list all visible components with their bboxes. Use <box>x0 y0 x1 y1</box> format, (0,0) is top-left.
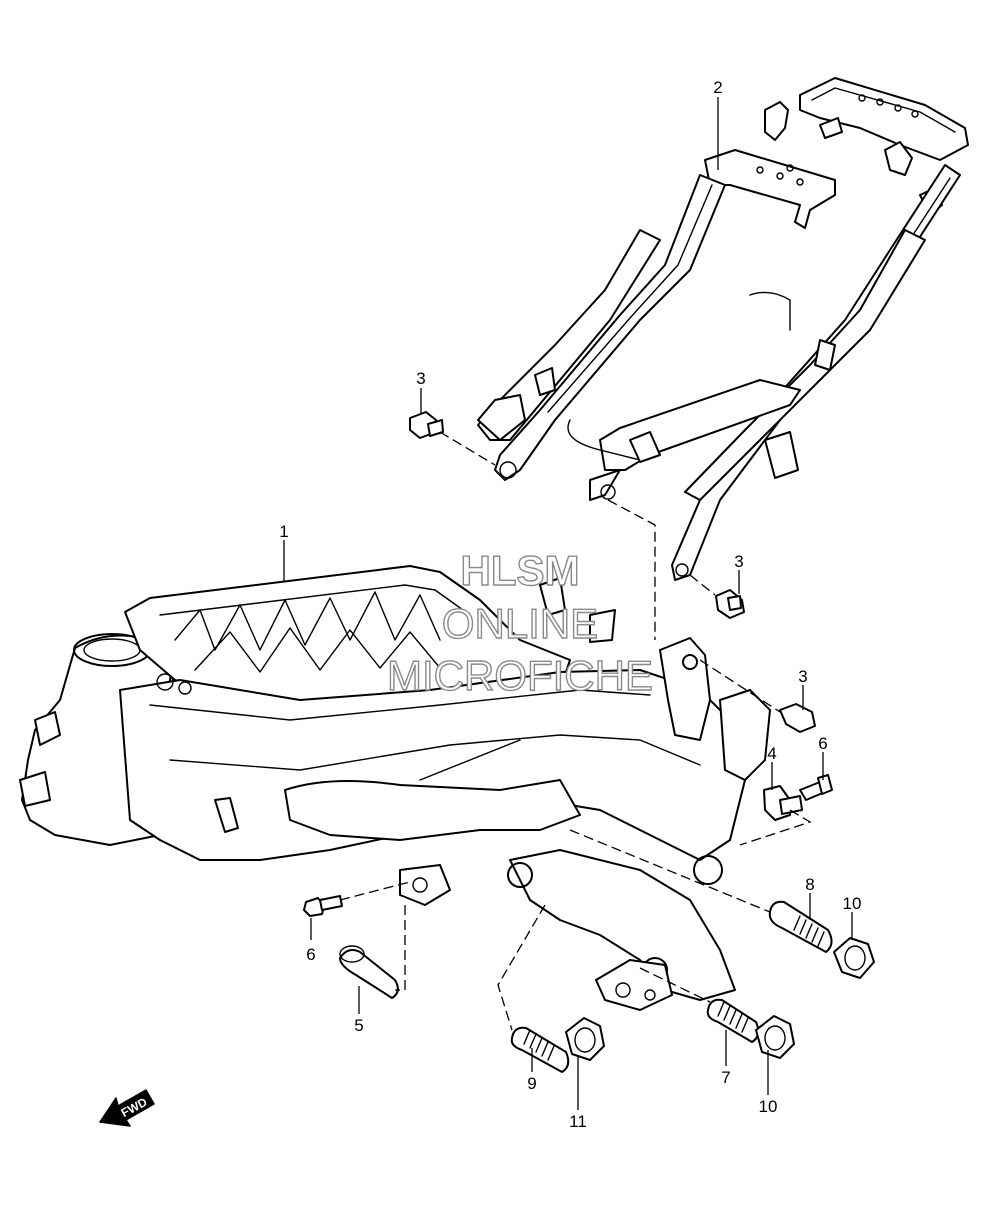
watermark-line-2: ONLINE <box>442 600 598 647</box>
bolt-3-right-lower <box>779 703 816 733</box>
nut-11 <box>565 1017 605 1061</box>
watermark-line-3: MICROFICHE <box>387 652 653 699</box>
callout-10-upper: 10 <box>843 894 862 913</box>
callout-2: 2 <box>713 78 722 97</box>
forward-arrow-icon <box>99 1089 155 1127</box>
callout-3-lower: 3 <box>798 667 807 686</box>
callout-5: 5 <box>354 1016 363 1035</box>
adjuster-7 <box>706 998 760 1043</box>
callout-3-middle: 3 <box>734 552 743 571</box>
leader-lines <box>283 97 853 1110</box>
nut-10-lower <box>755 1015 795 1059</box>
spacer-5 <box>339 945 399 999</box>
callout-11: 11 <box>569 1112 587 1131</box>
adjuster-8 <box>768 900 833 953</box>
assembly-lines <box>339 431 812 1031</box>
bolt-6-right <box>799 774 833 801</box>
seat-rail-drawing <box>477 77 969 581</box>
callout-labels: 1 2 3 3 3 4 5 6 6 7 8 9 10 10 11 <box>279 78 861 1131</box>
adjuster-9 <box>510 1026 570 1073</box>
bolt-6-left <box>303 895 343 917</box>
watermark: HLSM ONLINE MICROFICHE <box>386 546 653 699</box>
callout-4: 4 <box>767 744 776 763</box>
callout-7: 7 <box>721 1068 730 1087</box>
callout-8: 8 <box>805 875 814 894</box>
collar-4 <box>763 785 803 821</box>
watermark-line-1: HLSM <box>461 547 580 594</box>
callout-1: 1 <box>279 522 288 541</box>
forward-arrow: FWD <box>99 1089 155 1127</box>
callout-6-right: 6 <box>818 734 827 753</box>
nut-10-upper <box>833 937 875 979</box>
callout-10-lower: 10 <box>759 1097 778 1116</box>
callout-9: 9 <box>527 1074 536 1093</box>
callout-3-upper: 3 <box>416 369 425 388</box>
main-frame-drawing <box>19 565 771 1011</box>
bolt-3-right-upper <box>715 589 745 619</box>
bolt-3-upper <box>409 411 444 439</box>
callout-6-left: 6 <box>306 945 315 964</box>
